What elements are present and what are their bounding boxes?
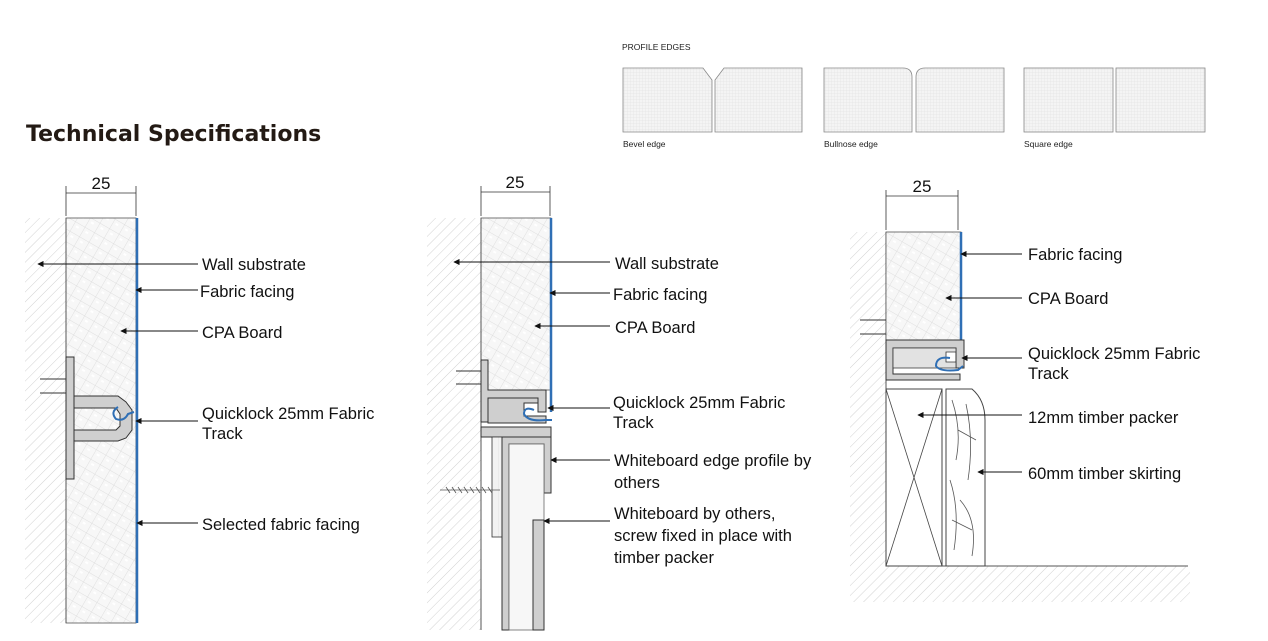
label-timber-skirting: 60mm timber skirting [1028, 465, 1181, 483]
dimension-25: 25 [480, 173, 551, 216]
whiteboard-assembly [440, 426, 552, 631]
label-whiteboard-line2: screw fixed in place with [614, 527, 792, 545]
label-fabric-facing: Fabric facing [613, 286, 707, 304]
timber-packer-block [885, 388, 943, 567]
square-edge-sample: Square edge [1023, 67, 1206, 149]
label-whiteboard-line3: timber packer [614, 549, 714, 567]
label-edge-profile-line2: others [614, 474, 660, 492]
label-whiteboard-line1: Whiteboard by others, [614, 505, 775, 523]
dimension-25: 25 [885, 177, 959, 230]
svg-text:25: 25 [92, 174, 111, 193]
label-cpa-board: CPA Board [202, 324, 282, 342]
label-selected-fabric: Selected fabric facing [202, 516, 360, 534]
label-edge-profile-line1: Whiteboard edge profile by [614, 452, 812, 470]
label-track-line2: Track [613, 414, 654, 432]
label-wall-substrate: Wall substrate [202, 256, 306, 274]
profile-edges-section: PROFILE EDGES Bevel edge Bullnose edge S… [622, 42, 1206, 149]
svg-text:25: 25 [506, 173, 525, 192]
cpa-board [885, 231, 962, 341]
label-track-line2: Track [202, 425, 243, 443]
bevel-edge-sample: Bevel edge [622, 67, 803, 149]
label-track-line1: Quicklock 25mm Fabric [1028, 345, 1200, 363]
label-cpa-board: CPA Board [615, 319, 695, 337]
screw-icon [440, 486, 500, 494]
timber-skirting-block [945, 388, 986, 567]
floor-hatch [886, 566, 1190, 602]
label-track-line2: Track [1028, 365, 1069, 383]
dimension-25: 25 [65, 174, 137, 216]
wall-substrate-hatch [427, 218, 481, 630]
bullnose-edge-label: Bullnose edge [824, 139, 878, 149]
cpa-board [480, 217, 552, 391]
label-wall-substrate: Wall substrate [615, 255, 719, 273]
wall-substrate-hatch [850, 232, 886, 602]
label-track-line1: Quicklock 25mm Fabric [613, 394, 785, 412]
quicklock-track [40, 356, 135, 480]
svg-text:25: 25 [913, 177, 932, 196]
square-edge-label: Square edge [1024, 139, 1073, 149]
detail-skirting-section: 25 Fabric facing CPA Board Quicklock 25m… [850, 177, 1200, 602]
quicklock-track [456, 359, 552, 424]
timber-packer [491, 436, 503, 538]
bevel-edge-label: Bevel edge [623, 139, 666, 149]
label-timber-packer: 12mm timber packer [1028, 409, 1179, 427]
page-title: Technical Specifications [26, 122, 322, 147]
detail-wall-section: 25 Wall substrate Fabric facing CPA Boar… [25, 174, 374, 624]
label-track-line1: Quicklock 25mm Fabric [202, 405, 374, 423]
wall-substrate-hatch [25, 218, 66, 623]
label-fabric-facing: Fabric facing [200, 283, 294, 301]
profile-edges-heading: PROFILE EDGES [622, 42, 691, 52]
label-cpa-board: CPA Board [1028, 290, 1108, 308]
bullnose-edge-sample: Bullnose edge [823, 67, 1005, 149]
quicklock-track [860, 319, 965, 381]
label-fabric-facing: Fabric facing [1028, 246, 1122, 264]
detail-whiteboard-section: 25 Wall substrate Fabric facing CPA Boar… [427, 173, 812, 631]
